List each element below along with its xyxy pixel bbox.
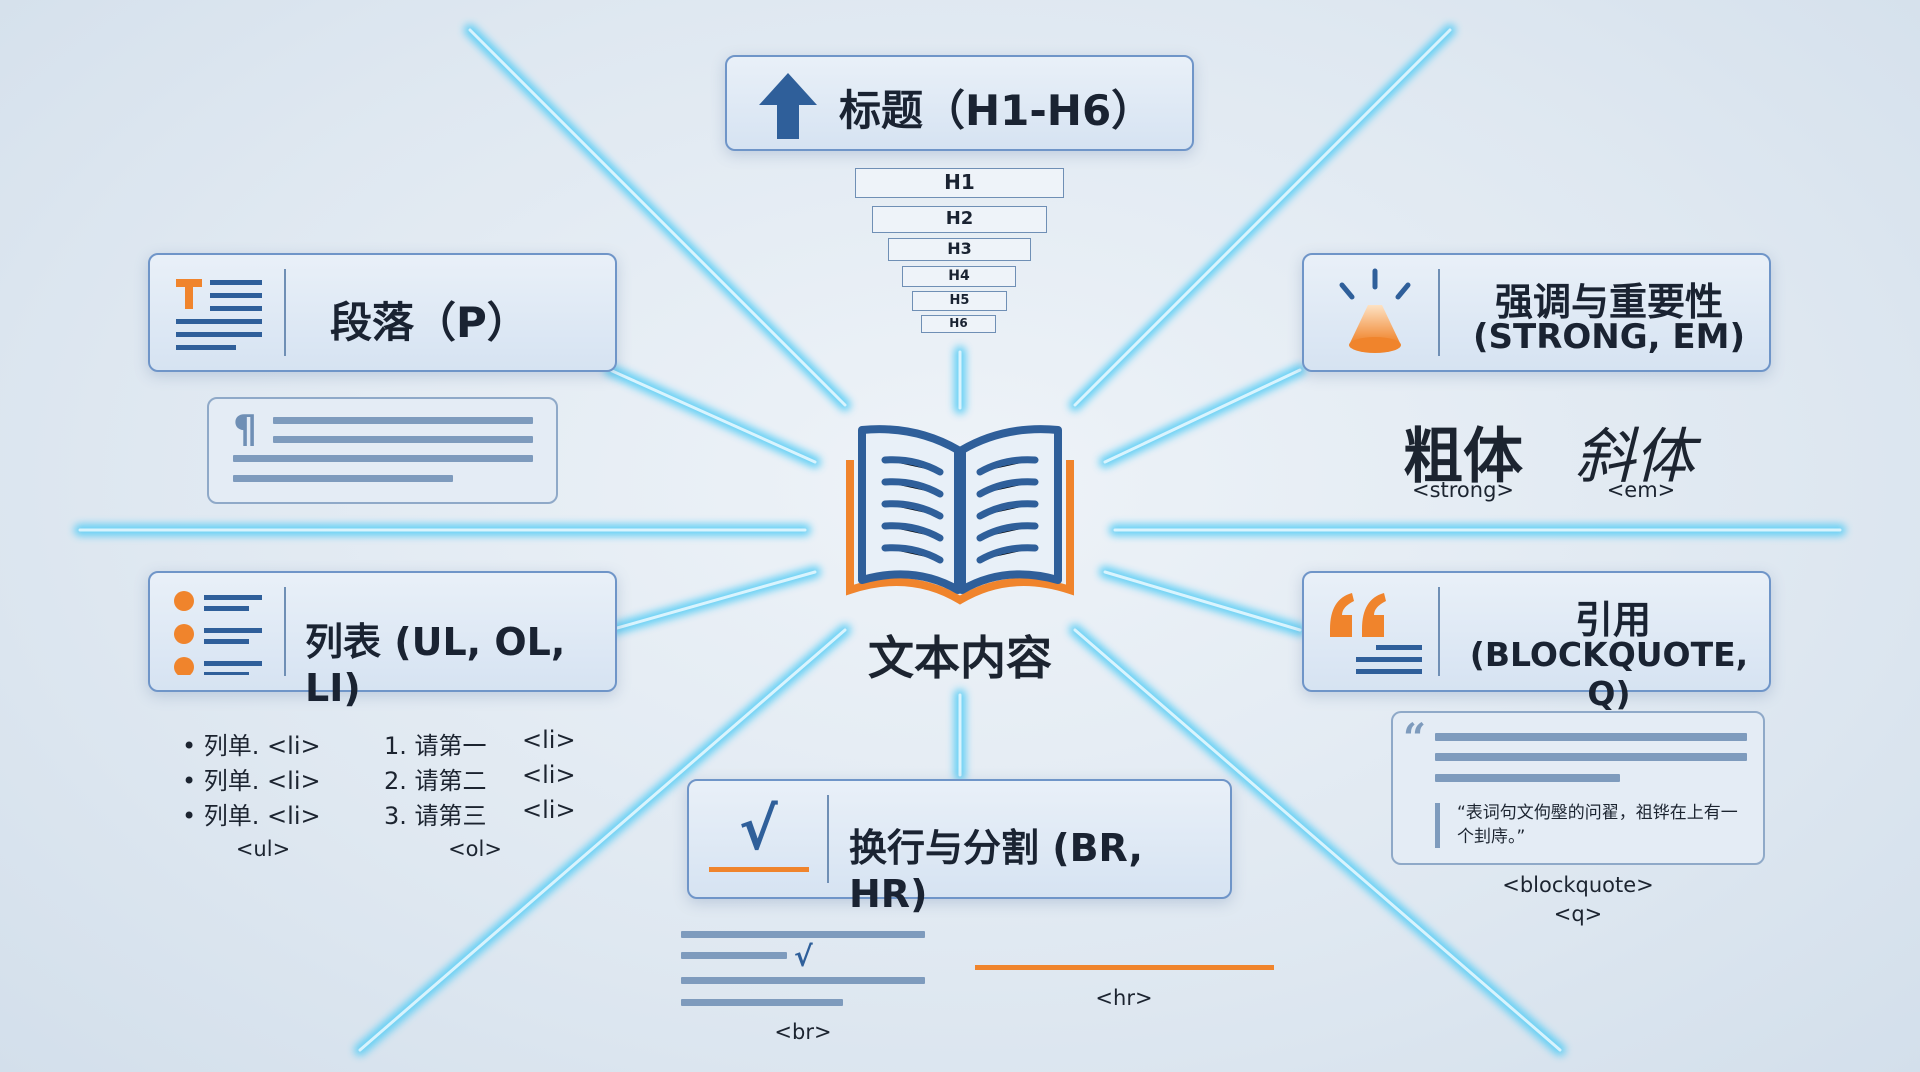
headings-card: 标题（H1-H6） (725, 55, 1194, 151)
arrow-up-icon (759, 73, 817, 139)
ul-tag: <ul> (235, 837, 291, 861)
ol-li-tag: <li> (522, 726, 576, 754)
q-tag: <q> (1553, 902, 1603, 926)
ul-item-text: 列单. <li> (203, 802, 321, 830)
br-tag: <br> (774, 1020, 832, 1044)
ol-li-tag: <li> (522, 761, 576, 789)
bold-example: 粗体 (1403, 422, 1523, 492)
emphasis-title-line2: (STRONG, EM) (1472, 317, 1746, 357)
hr-sample-line (975, 965, 1274, 970)
ul-item: • 列单. <li> (182, 732, 321, 760)
paragraph-title: 段落（P） (330, 298, 529, 347)
h5-bar: H5 (912, 291, 1007, 311)
ul-item: • 列单. <li> (182, 802, 321, 830)
lists-card: 列表 (UL, OL, LI) (148, 571, 617, 710)
paragraph-card: 段落（P） (148, 253, 617, 372)
quote-mark-icon: “ (1403, 715, 1427, 762)
h3-bar: H3 (888, 238, 1031, 261)
h4-bar: H4 (902, 266, 1016, 287)
open-book-icon (846, 425, 1074, 605)
blockquote-tag: <blockquote> (1502, 873, 1654, 897)
quote-title-line1: 引用 (1574, 598, 1651, 642)
h2-bar: H2 (872, 206, 1047, 233)
ol-li-tag: <li> (522, 796, 576, 824)
quote-sample-text: “表词句文佝壂的问翟，祖铧在上有一个刲庤。” (1457, 803, 1738, 847)
quote-title-line2: (BLOCKQUOTE, Q) (1469, 635, 1749, 713)
quote-sample: “ “表词句文佝壂的问翟，祖铧在上有一个刲庤。” (1391, 711, 1765, 865)
hr-line-icon (709, 867, 809, 872)
br-check-icon: √ (794, 940, 813, 973)
lists-title: 列表 (UL, OL, LI) (305, 620, 566, 710)
headings-title: 标题（H1-H6） (839, 86, 1154, 135)
ol-item: 3. 请第三 (384, 802, 487, 830)
ul-item: • 列单. <li> (182, 767, 321, 795)
emphasis-title-line1: 强调与重要性 (1494, 280, 1723, 324)
bulleted-list-icon (174, 591, 262, 675)
pilcrow-icon: ¶ (233, 407, 258, 451)
center-label: 文本内容 (868, 631, 1052, 685)
h1-bar: H1 (855, 168, 1064, 198)
quote-card: 引用 (BLOCKQUOTE, Q) (1302, 571, 1771, 713)
em-tag: <em> (1606, 478, 1676, 502)
text-paragraph-icon (176, 279, 262, 350)
h6-bar: H6 (921, 315, 996, 333)
ol-item: 2. 请第二 (384, 767, 487, 795)
hr-tag: <hr> (1095, 986, 1153, 1010)
ol-item: 1. 请第一 (384, 732, 487, 760)
emphasis-card: 强调与重要性 (STRONG, EM) (1302, 253, 1771, 372)
quote-marks-icon (1330, 593, 1422, 674)
spotlight-icon (1339, 268, 1411, 353)
ul-item-text: 列单. <li> (203, 732, 321, 760)
ul-item-text: 列单. <li> (203, 767, 321, 795)
breaks-card: √ 换行与分割 (BR, HR) (687, 779, 1232, 916)
checkmark-icon: √ (739, 795, 778, 863)
strong-tag: <strong> (1411, 478, 1515, 502)
breaks-title: 换行与分割 (BR, HR) (849, 826, 1143, 916)
ol-tag: <ol> (448, 837, 502, 861)
paragraph-sample: ¶ (207, 397, 558, 504)
